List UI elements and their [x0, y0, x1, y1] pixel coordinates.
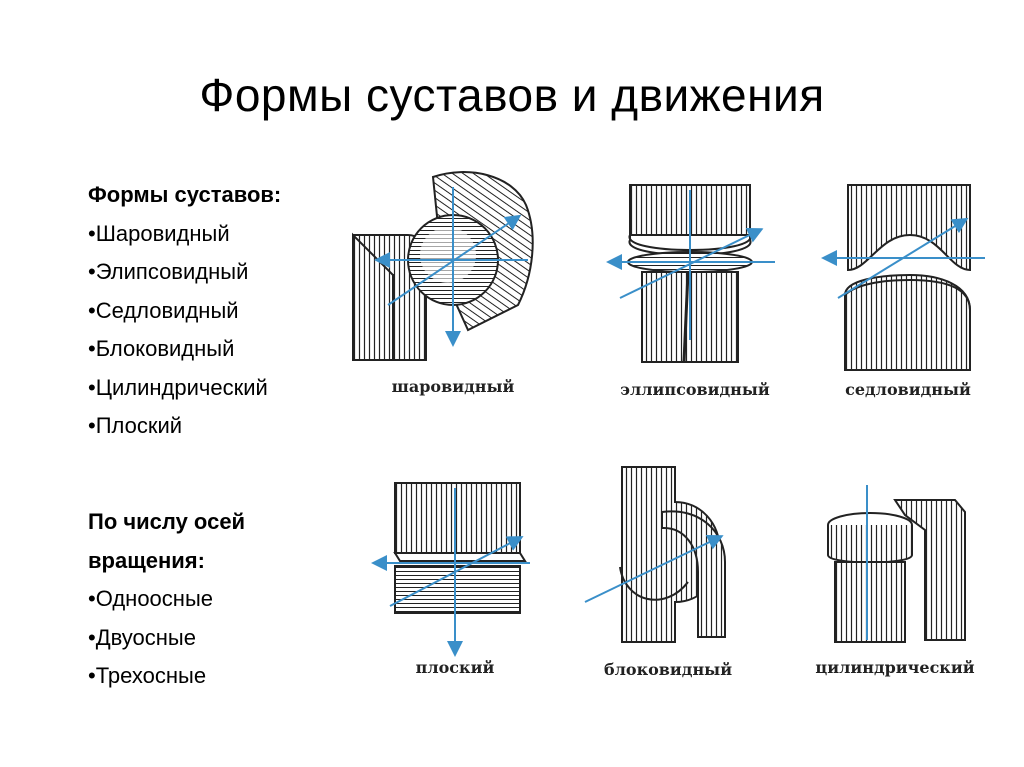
page-title: Формы суставов и движения: [199, 69, 825, 121]
flat-joint-figure: плоский: [370, 478, 545, 698]
list-item: •Трехосные: [88, 663, 207, 688]
rotation-axes-heading-2: вращения:: [88, 547, 205, 573]
list-item: •Цилиндрический: [88, 374, 268, 400]
list-item: •Двуосные: [88, 624, 196, 650]
list-item: •Одноосные: [88, 586, 213, 611]
list-item: •Седловидный: [88, 297, 239, 323]
cylindrical-joint-caption: цилиндрический: [815, 658, 975, 677]
rotation-axes-list: По числу осей вращения: •Одноосные •Двуо…: [88, 503, 245, 696]
ball-joint-figure: шаровидный: [348, 165, 558, 396]
flat-joint-caption: плоский: [415, 658, 495, 677]
joint-shapes-list: Формы суставов: •Шаровидный •Элипсовидны…: [88, 176, 281, 446]
list-item: •Шаровидный: [88, 220, 230, 246]
hinge-joint-caption: блоковидный: [603, 660, 733, 679]
rotation-axes-heading-1: По числу осей: [88, 509, 246, 534]
cylindrical-joint-figure: цилиндрический: [805, 470, 1000, 698]
hinge-joint-figure: блоковидный: [580, 462, 760, 698]
saddle-joint-caption: седловидный: [845, 380, 971, 399]
ellipsoid-joint-caption: эллипсовидный: [620, 380, 770, 399]
list-item: •Элипсовидный: [88, 259, 249, 284]
list-item: •Блоковидный: [88, 336, 235, 361]
saddle-joint-figure: седловидный: [820, 180, 995, 400]
list-item: •Плоский: [88, 413, 183, 438]
ellipsoid-joint-figure: эллипсовидный: [600, 180, 790, 400]
joint-shapes-heading: Формы суставов:: [88, 182, 282, 207]
ball-joint-caption: шаровидный: [391, 377, 515, 396]
